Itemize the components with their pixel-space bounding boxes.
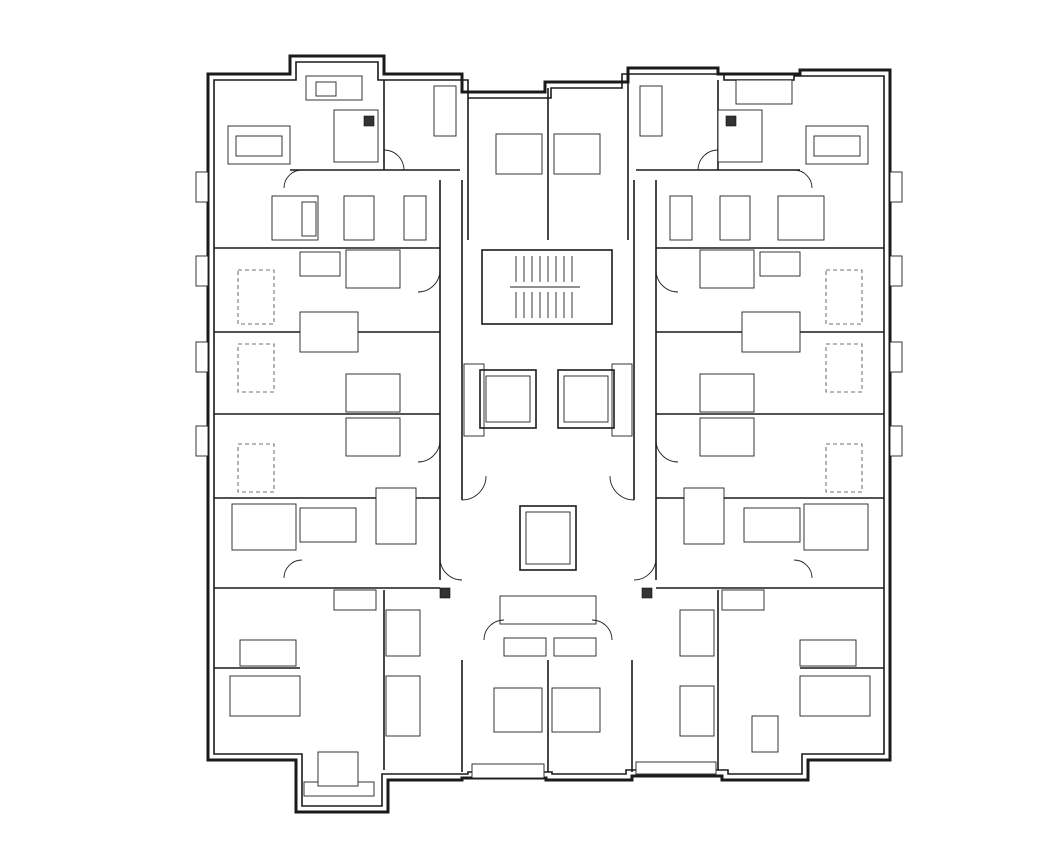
window-left-4 [195, 425, 209, 457]
window-left-1 [195, 171, 209, 203]
interior-walls [214, 74, 884, 772]
door-swings [283, 149, 813, 641]
window-right-1 [889, 171, 903, 203]
stair-core [481, 249, 613, 325]
exterior-wall-inner [213, 61, 885, 807]
balcony-bottom-center [471, 763, 545, 779]
window-right-2 [889, 255, 903, 287]
floor-plan [195, 54, 903, 814]
facade-windows [195, 171, 903, 797]
window-right-4 [889, 425, 903, 457]
fixtures [227, 75, 871, 787]
elevator-core [463, 363, 633, 571]
balcony-bottom-right [635, 761, 717, 775]
window-right-3 [889, 341, 903, 373]
window-left-3 [195, 341, 209, 373]
window-left-2 [195, 255, 209, 287]
